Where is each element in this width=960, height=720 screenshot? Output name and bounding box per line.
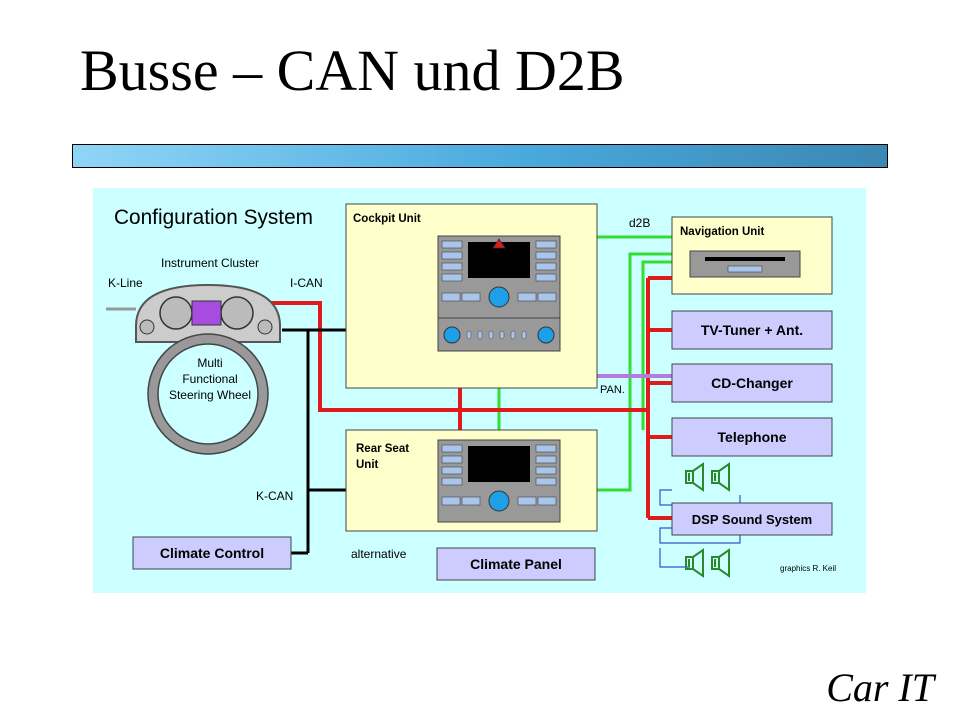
k-can-bus <box>282 328 346 555</box>
tv-tuner-box <box>671 310 833 350</box>
climate-panel-box <box>436 547 596 581</box>
steering-wheel-line-1: Multi <box>197 356 222 370</box>
tv-tuner-label: TV-Tuner + Ant. <box>701 322 803 338</box>
cockpit-head-unit-device <box>437 235 561 352</box>
footer-brand: Car IT <box>826 665 934 710</box>
instrument-cluster-label: Instrument Cluster <box>161 256 259 270</box>
cd-changer-box <box>671 363 833 403</box>
page-title: Busse – CAN und D2B <box>80 38 625 103</box>
instrument-cluster <box>135 283 281 343</box>
audio-wires <box>659 489 741 568</box>
dsp-sound-system-box <box>671 502 833 536</box>
telephone-label: Telephone <box>718 429 787 445</box>
cockpit-unit-label: Cockpit Unit <box>353 213 421 225</box>
navigation-unit-label: Navigation Unit <box>680 226 765 238</box>
cd-changer-label: CD-Changer <box>711 375 793 391</box>
pan-label: PAN. <box>600 384 625 396</box>
rear-seat-unit-label-line-1: Rear Seat <box>356 443 409 455</box>
diagram-heading: Configuration System <box>114 206 313 229</box>
rear-seat-display-device <box>437 439 561 523</box>
k-line-label: K-Line <box>108 276 143 290</box>
dsp-sound-system-label: DSP Sound System <box>692 512 812 527</box>
navigation-drive-device <box>689 250 801 278</box>
alternative-label: alternative <box>351 547 407 561</box>
telephone-box <box>671 417 833 457</box>
k-can-label: K-CAN <box>256 489 293 503</box>
can-bus <box>270 276 672 520</box>
climate-panel-label: Climate Panel <box>470 556 562 572</box>
steering-wheel-line-3: Steering Wheel <box>169 388 251 402</box>
i-can-label: I-CAN <box>290 276 323 290</box>
climate-control-label: Climate Control <box>160 545 264 561</box>
rear-seat-unit-label-line-2: Unit <box>356 459 379 471</box>
title-divider-bar <box>72 144 888 168</box>
graphics-credit: graphics R. Keil <box>780 564 836 573</box>
d2b-label: d2B <box>629 216 650 230</box>
hazard-triangle-icon <box>492 238 506 249</box>
steering-wheel-line-2: Functional <box>182 372 237 386</box>
climate-control-box <box>132 536 292 570</box>
steering-wheel <box>147 333 269 455</box>
